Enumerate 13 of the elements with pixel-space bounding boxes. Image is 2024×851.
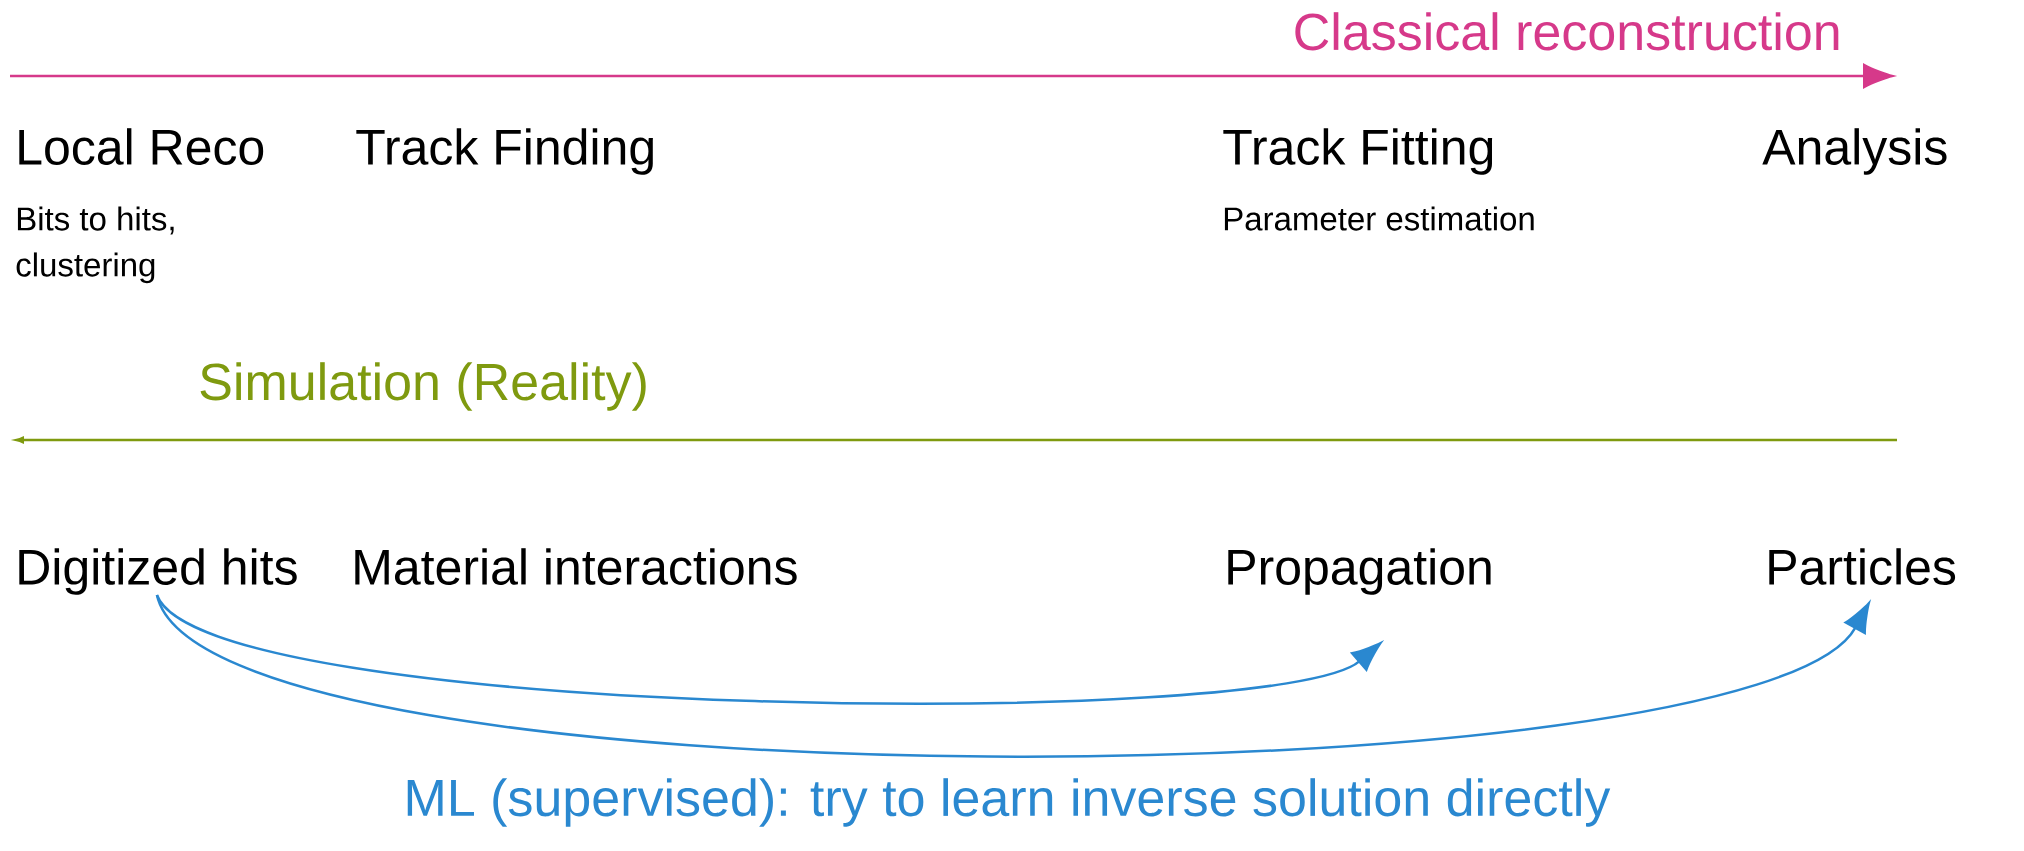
stage-label: Material interactions [355, 548, 797, 585]
stage-label: Particles [1769, 548, 1956, 585]
curved-arrow [156, 594, 1870, 758]
stage-label: Track Fitting Parameter estimation [1223, 128, 1534, 231]
caption: ML (supervised): try to learn inverse solution directly [407, 778, 1611, 827]
stage-label: Track Finding [356, 128, 653, 175]
stage-label: Propagation [1228, 548, 1491, 595]
direction-label: Simulation (Reality) [200, 362, 646, 411]
direction-label: Classical reconstruction [1295, 12, 1839, 51]
stage-label: Digitized hits [19, 548, 297, 595]
stage-label: Local Reco Bits to hits, clustering [16, 128, 264, 284]
stage-label: Analysis [1762, 128, 1947, 175]
curved-arrow [156, 594, 1382, 705]
